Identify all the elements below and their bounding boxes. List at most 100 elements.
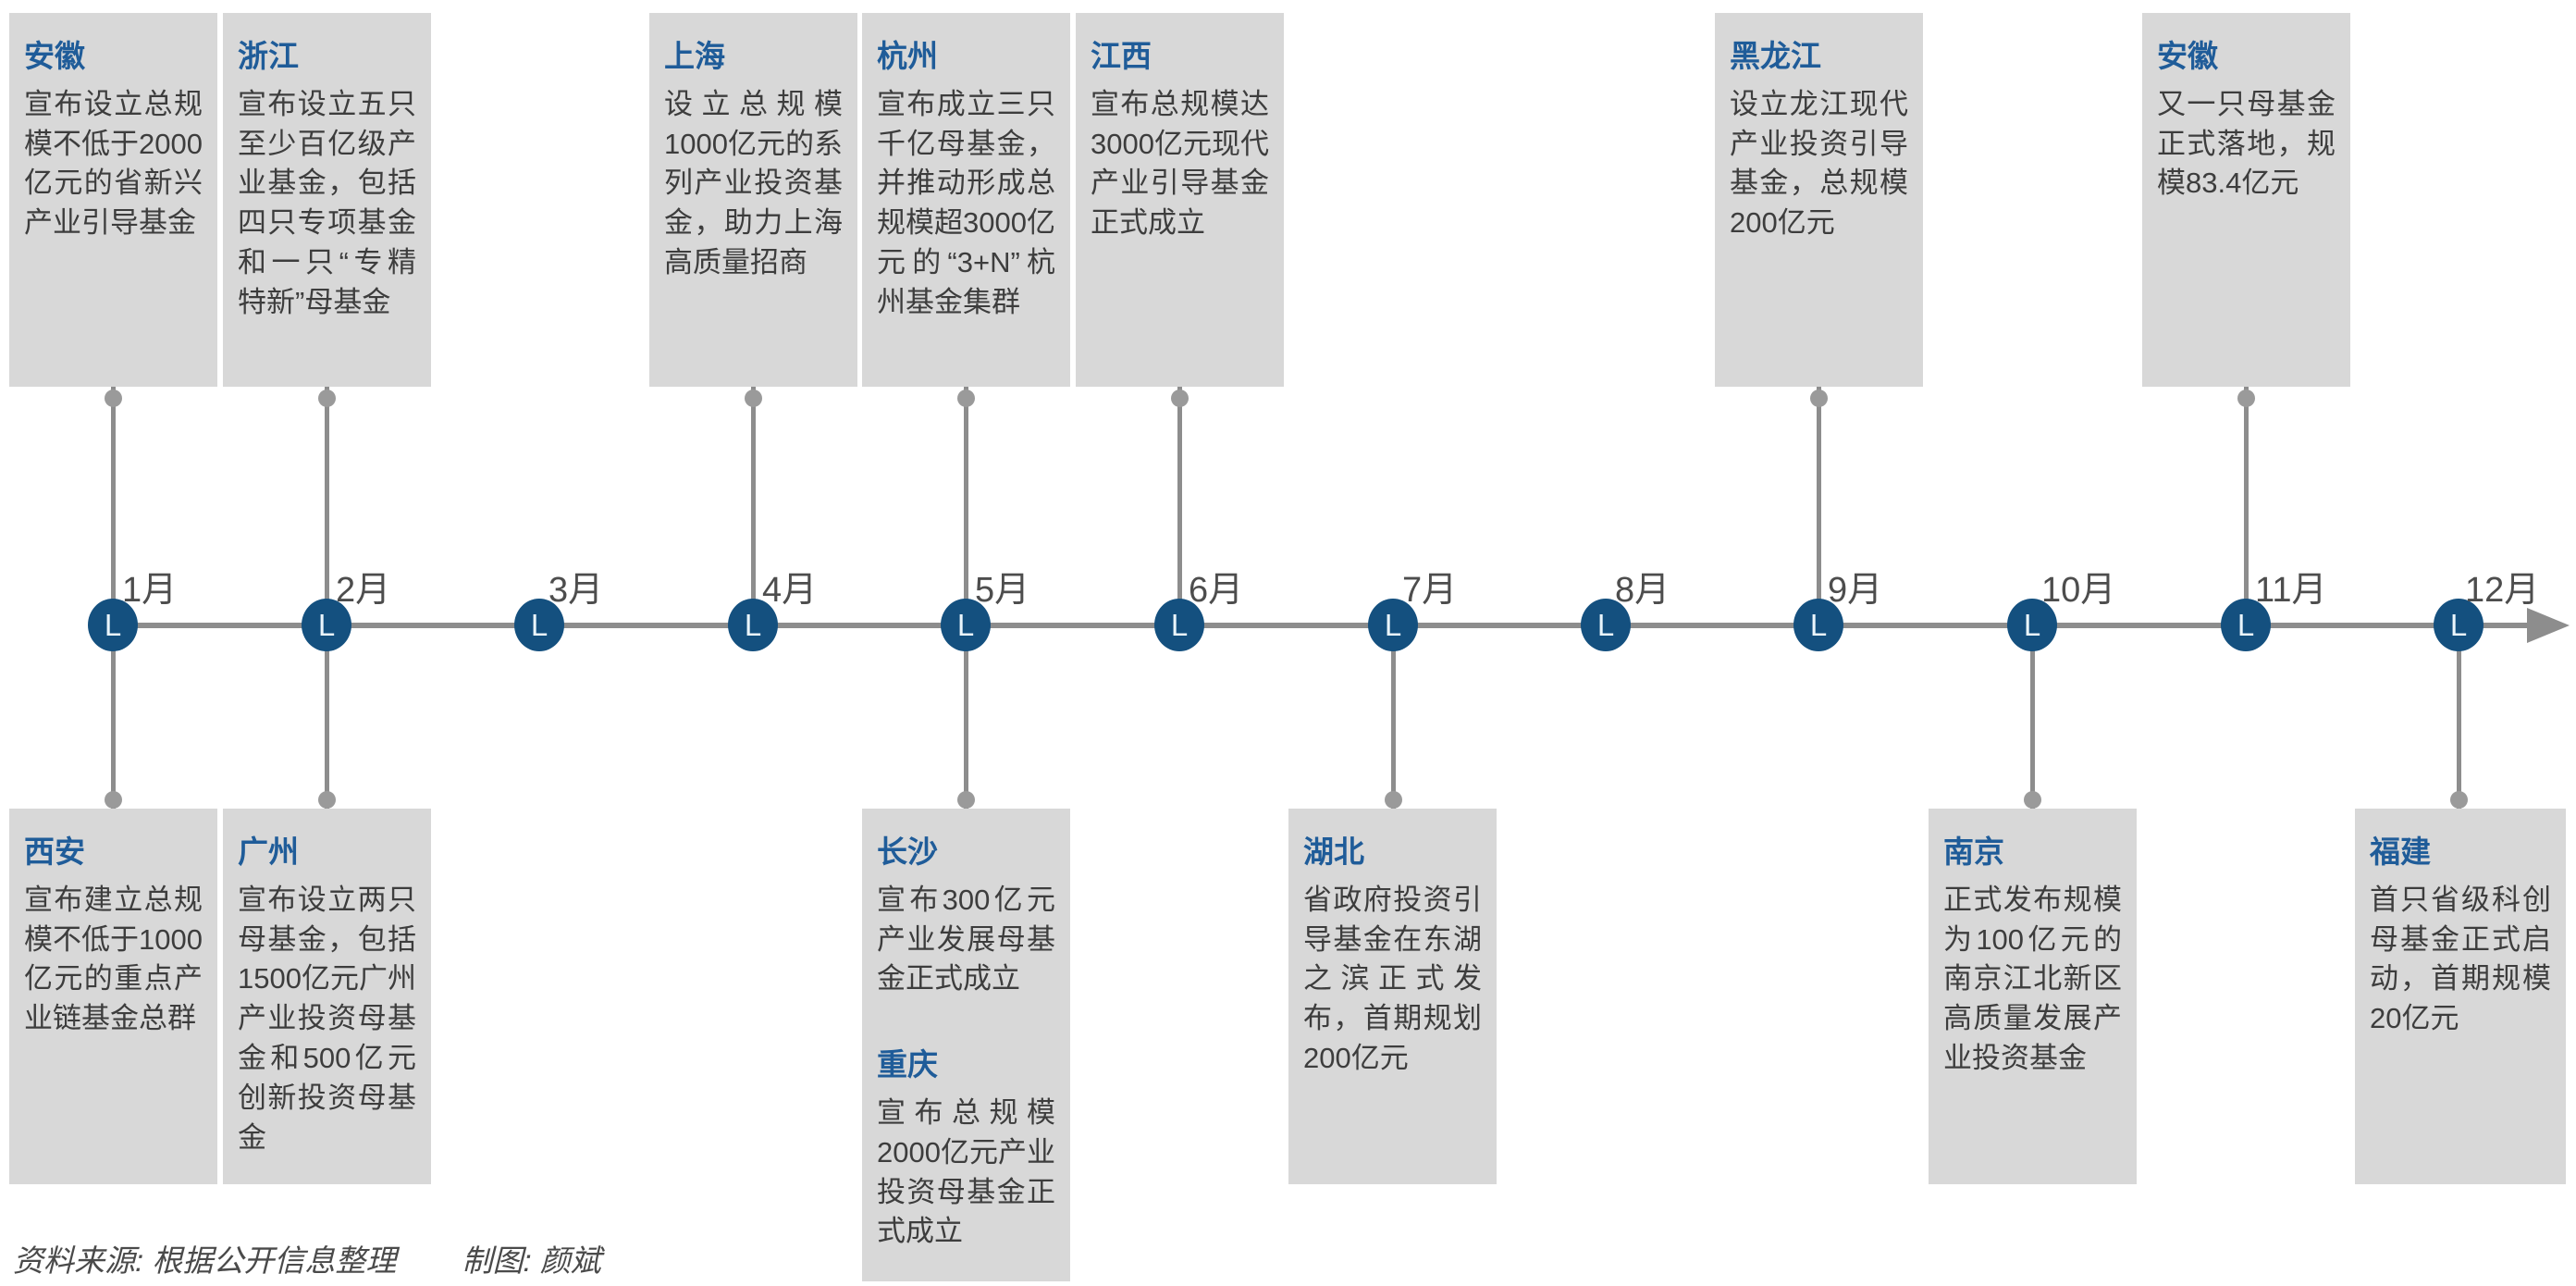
event-city: 杭州: [877, 39, 938, 73]
event-city: 福建: [2370, 835, 2431, 869]
event-city: 江西: [1091, 39, 1152, 73]
card-bottom-guangzhou: 广州 宣布设立两只母基金，包括1500亿元广州产业投资母基金和500亿元创新投资…: [223, 809, 431, 1184]
connector-stem: [110, 387, 116, 625]
month-label-4: 4月: [762, 571, 818, 610]
event-city: 黑龙江: [1730, 39, 1821, 73]
card-bottom-xian: 西安 宣布建立总规模不低于1000亿元的重点产业链基金总群: [9, 809, 217, 1184]
connector-stem: [324, 387, 329, 625]
month-label-8: 8月: [1615, 571, 1670, 610]
connector-stem: [2029, 625, 2035, 809]
connector-stem: [963, 625, 968, 809]
connector-stem: [2456, 625, 2461, 809]
event-city: 南京: [1943, 835, 2004, 869]
connector-stem: [750, 387, 756, 625]
clock-hand-icon: L: [956, 608, 975, 642]
month-label-11: 11月: [2255, 571, 2327, 610]
event-text: 宣布总规模2000亿元产业投资母基金正式成立: [877, 1096, 1055, 1248]
card-top-anhui-nov: 安徽 又一只母基金正式落地，规模83.4亿元: [2142, 13, 2350, 387]
timeline-node-4: L: [728, 599, 778, 651]
card-bottom-fujian: 福建 首只省级科创母基金正式启动，首期规模20亿元: [2355, 809, 2566, 1184]
month-label-7: 7月: [1402, 571, 1458, 610]
event-text: 设立总规模1000亿元的系列产业投资基金，助力上海高质量招商: [664, 87, 843, 278]
event-text: 首只省级科创母基金正式启动，首期规模20亿元: [2370, 883, 2551, 1035]
event-city: 安徽: [24, 39, 85, 73]
timeline-node-11: L: [2221, 599, 2271, 651]
card-bottom-hubei: 湖北 省政府投资引导基金在东湖之滨正式发布，首期规划200亿元: [1288, 809, 1497, 1184]
card-top-anhui-jan: 安徽 宣布设立总规模不低于2000亿元的省新兴产业引导基金: [9, 13, 217, 387]
event-text: 宣布建立总规模不低于1000亿元的重点产业链基金总群: [24, 883, 203, 1035]
connector-stem: [110, 625, 116, 809]
event-text: 宣布300亿元产业发展母基金正式成立: [877, 883, 1055, 995]
event-text: 正式发布规模为100亿元的南京江北新区高质量发展产业投资基金: [1943, 883, 2122, 1074]
connector-dot: [104, 791, 122, 809]
connector-dot: [956, 791, 975, 809]
clock-hand-icon: L: [104, 608, 122, 642]
clock-hand-icon: L: [317, 608, 336, 642]
event-city: 重庆: [877, 1047, 938, 1082]
timeline-node-3: L: [514, 599, 564, 651]
clock-hand-icon: L: [1384, 608, 1402, 642]
event-city: 上海: [664, 39, 725, 73]
connector-dot: [104, 390, 122, 407]
event-city: 长沙: [877, 835, 938, 869]
month-label-12: 12月: [2465, 571, 2540, 610]
month-label-1: 1月: [122, 571, 178, 610]
card-top-hangzhou: 杭州 宣布成立三只千亿母基金，并推动形成总规模超3000亿元的“3+N”杭州基金…: [862, 13, 1070, 387]
connector-dot: [317, 390, 336, 407]
timeline-node-1: L: [88, 599, 138, 651]
event-text: 又一只母基金正式落地，规模83.4亿元: [2157, 87, 2336, 200]
event-text: 宣布设立两只母基金，包括1500亿元广州产业投资母基金和500亿元创新投资母基金: [238, 883, 416, 1154]
connector-dot: [1809, 390, 1828, 407]
clock-hand-icon: L: [530, 608, 548, 642]
footer: 资料来源: 根据公开信息整理 制图: 颜斌: [13, 1236, 601, 1280]
card-top-shanghai: 上海 设立总规模1000亿元的系列产业投资基金，助力上海高质量招商: [649, 13, 857, 387]
card-bottom-nanjing: 南京 正式发布规模为100亿元的南京江北新区高质量发展产业投资基金: [1929, 809, 2137, 1184]
clock-hand-icon: L: [2237, 608, 2255, 642]
timeline-node-5: L: [941, 599, 991, 651]
connector-dot: [1170, 390, 1189, 407]
month-label-10: 10月: [2041, 571, 2116, 610]
event-text: 设立龙江现代产业投资引导基金，总规模200亿元: [1730, 87, 1908, 240]
timeline-node-6: L: [1154, 599, 1204, 651]
connector-stem: [324, 625, 329, 809]
connector-stem: [1177, 387, 1182, 625]
month-label-6: 6月: [1189, 571, 1244, 610]
month-label-2: 2月: [336, 571, 391, 610]
timeline-node-8: L: [1581, 599, 1631, 651]
event-text: 省政府投资引导基金在东湖之滨正式发布，首期规划200亿元: [1303, 883, 1482, 1074]
clock-hand-icon: L: [744, 608, 762, 642]
event-text: 宣布成立三只千亿母基金，并推动形成总规模超3000亿元的“3+N”杭州基金集群: [877, 87, 1055, 318]
timeline-node-10: L: [2007, 599, 2057, 651]
month-label-9: 9月: [1828, 571, 1883, 610]
event-text: 宣布设立五只至少百亿级产业基金，包括四只专项基金和一只“专精特新”母基金: [238, 87, 416, 318]
connector-dot: [317, 791, 336, 809]
connector-dot: [956, 390, 975, 407]
source-note: 资料来源: 根据公开信息整理: [13, 1243, 397, 1278]
clock-hand-icon: L: [1809, 608, 1828, 642]
card-top-heilongjiang: 黑龙江 设立龙江现代产业投资引导基金，总规模200亿元: [1715, 13, 1923, 387]
event-city: 浙江: [238, 39, 299, 73]
event-city: 湖北: [1303, 835, 1364, 869]
connector-dot: [1384, 791, 1402, 809]
connector-dot: [2449, 791, 2468, 809]
connector-stem: [1390, 625, 1396, 809]
connector-dot: [2023, 791, 2041, 809]
event-city: 广州: [238, 835, 299, 869]
card-top-zhejiang: 浙江 宣布设立五只至少百亿级产业基金，包括四只专项基金和一只“专精特新”母基金: [223, 13, 431, 387]
credit-note: 制图: 颜斌: [462, 1243, 601, 1278]
card-top-jiangxi: 江西 宣布总规模达3000亿元现代产业引导基金正式成立: [1076, 13, 1284, 387]
timeline-axis: [113, 623, 2533, 628]
event-city: 西安: [24, 835, 85, 869]
connector-stem: [963, 387, 968, 625]
event-text: 宣布设立总规模不低于2000亿元的省新兴产业引导基金: [24, 87, 203, 240]
connector-stem: [2243, 387, 2249, 625]
connector-dot: [2237, 390, 2255, 407]
connector-stem: [1816, 387, 1821, 625]
timeline-node-12: L: [2434, 599, 2484, 651]
timeline-arrow-head-icon: [2527, 608, 2570, 643]
timeline-node-2: L: [302, 599, 351, 651]
clock-hand-icon: L: [2023, 608, 2041, 642]
timeline-node-9: L: [1793, 599, 1843, 651]
connector-dot: [744, 390, 762, 407]
month-label-3: 3月: [548, 571, 604, 610]
